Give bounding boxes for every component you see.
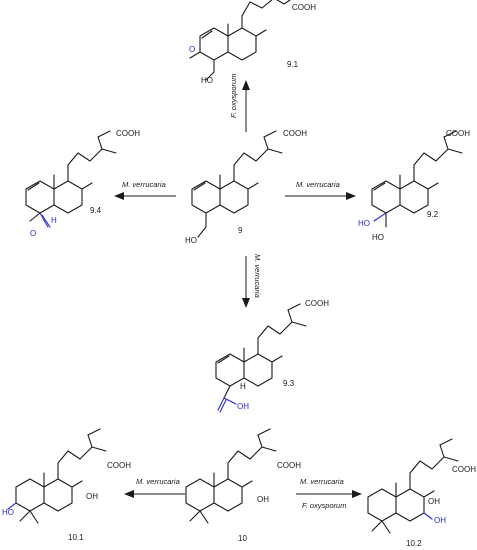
compound-id-9-4: 9.4 bbox=[90, 206, 102, 215]
reaction-arrow-9-to-9-1 bbox=[242, 80, 250, 132]
aldehyde-o-label-9-4: O bbox=[30, 229, 36, 238]
hydroxyl-label-10-1-a: HO bbox=[2, 508, 14, 517]
hydroxyl-label-9-2-a: HO bbox=[358, 219, 370, 228]
hydroxyl-label-9: HO bbox=[185, 236, 197, 245]
acid-label-9-2: COOH bbox=[446, 129, 470, 138]
compound-9 bbox=[191, 130, 283, 238]
reagent-label-9-to-9-3: M. verrucaria bbox=[253, 254, 262, 298]
compound-9-3 bbox=[215, 303, 307, 413]
acid-label-9-4: COOH bbox=[116, 129, 140, 138]
acid-label-9-3: COOH bbox=[305, 299, 329, 308]
acid-label-9-1: COOH bbox=[292, 3, 316, 12]
compound-id-10-2: 10.2 bbox=[406, 539, 422, 548]
acid-label-9: COOH bbox=[283, 129, 307, 138]
reaction-arrow-9-to-9-4 bbox=[114, 192, 176, 200]
reagent-label-10-to-10-2-b: F. oxysporum bbox=[302, 501, 346, 510]
compound-id-9-2: 9.2 bbox=[427, 210, 439, 219]
acid-label-10-2: COOH bbox=[452, 465, 476, 474]
compound-9-2 bbox=[371, 130, 463, 228]
compound-10-1 bbox=[7, 428, 107, 524]
compound-id-9: 9 bbox=[238, 226, 243, 235]
acid-oh-label-9-3: OH bbox=[237, 402, 249, 411]
reagent-label-10-to-10-2-a: M. verrucaria bbox=[300, 477, 344, 486]
reagent-label-9-to-9-1: F. oxysporum bbox=[229, 74, 238, 118]
reagent-label-9-to-9-4: M. verrucaria bbox=[122, 180, 166, 189]
compound-id-10-1: 10.1 bbox=[68, 533, 84, 542]
compound-9-1 bbox=[189, 0, 291, 81]
hydroxyl-label-10-2-a: OH bbox=[428, 497, 440, 506]
reagent-label-10-to-10-1: M. verrucaria bbox=[136, 477, 180, 486]
compound-id-10: 10 bbox=[238, 534, 247, 543]
hydroxyl-label-10: OH bbox=[257, 495, 269, 504]
compound-10 bbox=[185, 428, 277, 524]
reaction-arrow-10-to-10-1 bbox=[124, 490, 185, 498]
h-label-9-3: H bbox=[240, 382, 246, 391]
reaction-arrow-10-to-10-2 bbox=[296, 490, 362, 498]
hydroxyl-label-9-1: HO bbox=[201, 76, 213, 85]
compound-id-9-1: 9.1 bbox=[287, 60, 299, 69]
reagent-label-9-to-9-2: M. verrucaria bbox=[296, 180, 340, 189]
compound-9-4 bbox=[25, 130, 117, 228]
hydroxyl-label-10-1-b: OH bbox=[86, 492, 98, 501]
reaction-arrow-9-to-9-2 bbox=[285, 192, 356, 200]
acid-label-10-1: COOH bbox=[107, 461, 131, 470]
acid-label-10: COOH bbox=[277, 461, 301, 470]
hydroxyl-label-9-2-b: HO bbox=[372, 233, 384, 242]
hydroxyl-label-10-2-b: OH bbox=[434, 516, 446, 525]
reaction-arrow-9-to-9-3 bbox=[242, 256, 250, 308]
compound-id-9-3: 9.3 bbox=[283, 379, 295, 388]
compound-10-2 bbox=[367, 438, 459, 534]
keto-label-9-1: O bbox=[189, 45, 195, 54]
aldehyde-h-label-9-4: H bbox=[51, 216, 57, 225]
